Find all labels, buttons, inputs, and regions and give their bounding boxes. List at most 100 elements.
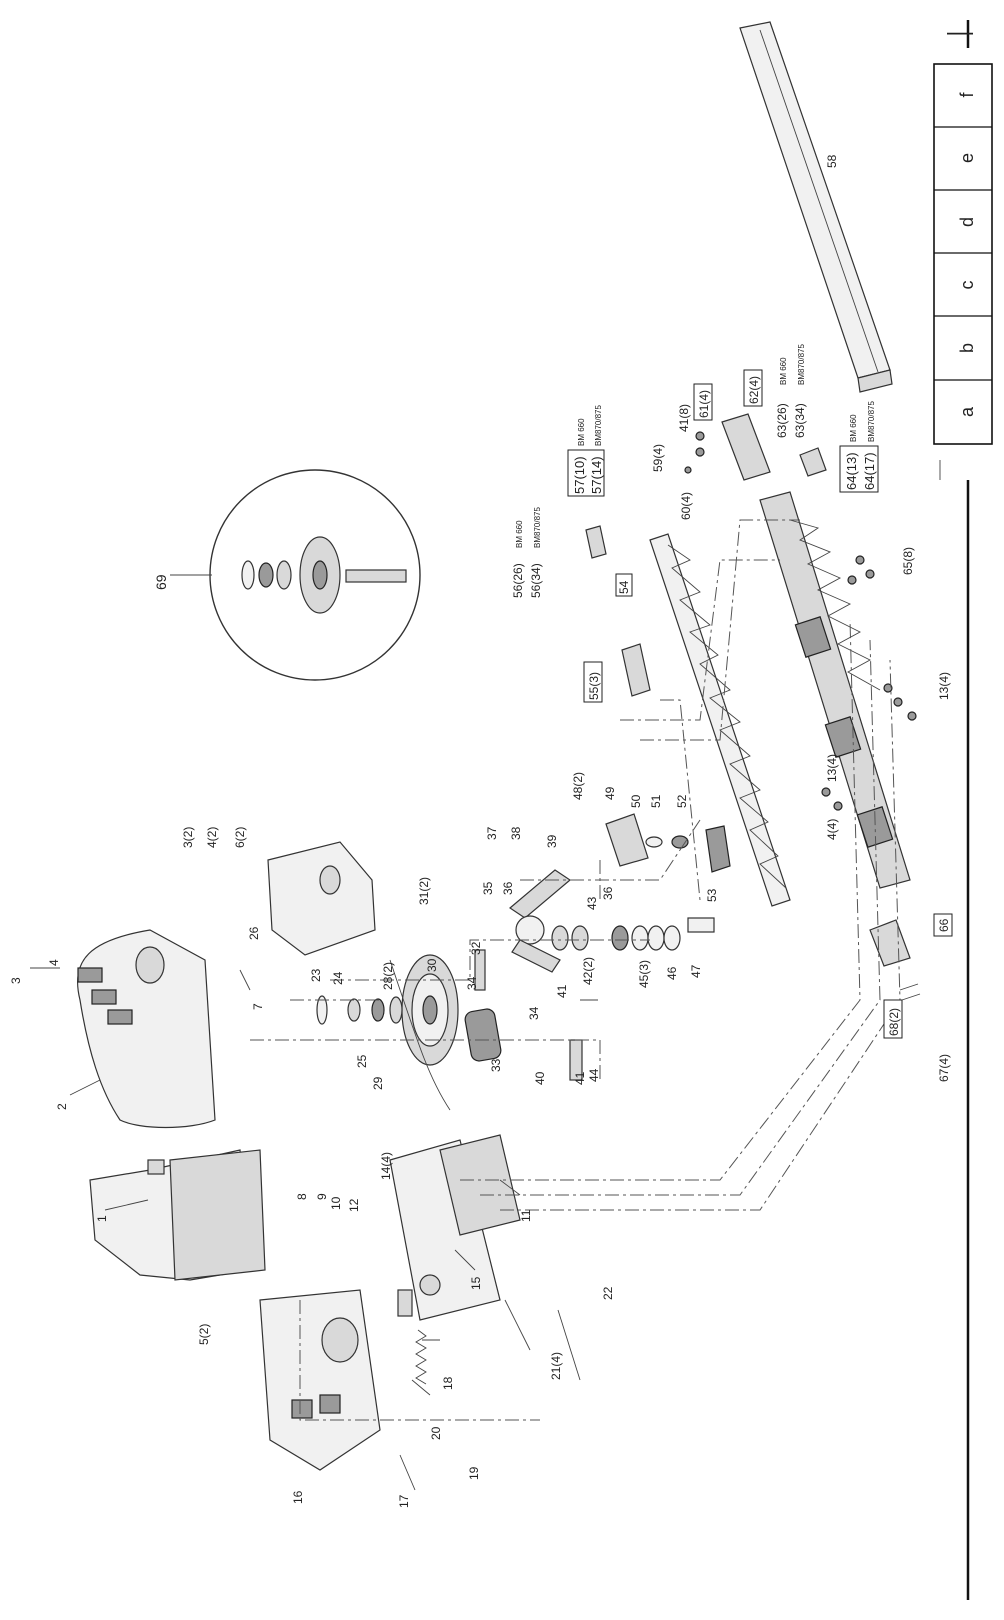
label-51: 51 (649, 794, 663, 808)
label-63a: 63(26) (775, 403, 789, 438)
label-18: 18 (441, 1376, 455, 1390)
label-29: 29 (371, 1076, 385, 1090)
label-56a-model: BM 660 (515, 520, 524, 548)
label-41b: 41 (573, 1071, 587, 1085)
label-45: 45(3) (637, 960, 651, 988)
corner-mark: — (947, 16, 973, 46)
guard-clips (585, 525, 651, 697)
revision-grid: a b c d e f (933, 63, 993, 445)
knife-guard-bar (649, 533, 791, 907)
label-16: 16 (291, 1490, 305, 1504)
bearing-plate (464, 1008, 502, 1062)
label-28: 28(2) (381, 962, 395, 990)
tension-spring (415, 1329, 427, 1385)
label-12: 12 (347, 1198, 361, 1212)
label-56b: 56(34) (529, 563, 543, 598)
belt-cover (267, 841, 376, 956)
label-22: 22 (601, 1286, 615, 1300)
engine-housing (259, 1289, 381, 1471)
label-26: 26 (247, 926, 261, 940)
detail-circle (170, 469, 421, 681)
label-64a: 64(13) (844, 452, 859, 490)
grid-cell-a: a (957, 406, 977, 417)
label-63a-model: BM 660 (779, 357, 788, 385)
label-41a: 41 (555, 984, 569, 998)
gearbox-cover (76, 929, 216, 1129)
label-35: 35 (481, 881, 495, 895)
support-frame (89, 1149, 266, 1281)
small-bolts (821, 555, 917, 811)
label-66: 66 (937, 918, 951, 932)
label-52: 52 (675, 794, 689, 808)
label-4b: 4(4) (825, 819, 839, 840)
label-63b: 63(34) (793, 403, 807, 438)
label-55-box: 55(3) (583, 661, 603, 703)
central-housing (389, 1134, 521, 1321)
label-4top: 4(2) (205, 827, 219, 848)
label-44: 44 (587, 1068, 601, 1082)
label-38: 38 (509, 826, 523, 840)
grid-cell-b: b (957, 343, 977, 353)
label-68: 68(2) (887, 1008, 901, 1036)
bearing-stack-left (316, 995, 403, 1025)
label-65: 65(8) (901, 547, 915, 575)
crank-arm (509, 869, 571, 973)
label-49: 49 (603, 786, 617, 800)
label-67: 67(4) (937, 1054, 951, 1082)
label-43: 43 (585, 896, 599, 910)
label-55: 55(3) (587, 672, 601, 700)
leader-lines (30, 460, 941, 1491)
label-2: 2 (55, 1103, 69, 1110)
label-33: 33 (489, 1058, 503, 1072)
label-62: 62(4) (747, 376, 761, 404)
label-25: 25 (355, 1054, 369, 1068)
label-13a: 13(4) (937, 672, 951, 700)
label-19: 19 (467, 1466, 481, 1480)
label-60: 60(4) (679, 492, 693, 520)
label-21: 21(4) (549, 1352, 563, 1380)
grid-cell-e: e (957, 153, 977, 163)
label-53: 53 (705, 888, 719, 902)
end-plate (684, 413, 827, 481)
assembly-lines (250, 519, 901, 1421)
label-57b-model: BM870/875 (594, 405, 603, 446)
label-56a: 56(26) (511, 563, 525, 598)
label-47: 47 (689, 964, 703, 978)
label-34a: 34 (465, 976, 479, 990)
label-14: 14(4) (379, 1152, 393, 1180)
label-57-box: 57(10) 57(14) (567, 449, 605, 497)
label-54-box: 54 (615, 573, 633, 597)
label-39: 39 (545, 834, 559, 848)
grid-cell-d: d (957, 217, 977, 227)
label-56b-model: BM870/875 (533, 507, 542, 548)
label-36b: 36 (601, 886, 615, 900)
label-31: 31(2) (417, 877, 431, 905)
label-42: 42(2) (581, 957, 595, 985)
label-40: 40 (533, 1071, 547, 1085)
label-20: 20 (429, 1426, 443, 1440)
label-3top: 3(2) (181, 827, 195, 848)
label-64b-model: BM870/875 (867, 401, 876, 442)
label-4: 4 (47, 959, 61, 966)
label-11: 11 (519, 1209, 533, 1222)
label-23: 23 (309, 968, 323, 982)
label-48: 48(2) (571, 772, 585, 800)
label-57a: 57(10) (572, 456, 587, 494)
label-30: 30 (425, 958, 439, 972)
label-8: 8 (295, 1193, 309, 1200)
label-32: 32 (469, 941, 483, 955)
callout-labels: 1 2 3 4 5(2) 7 8 9 10 11 12 14(4) 15 16 … (9, 154, 953, 1508)
label-24: 24 (331, 971, 345, 985)
label-6top: 6(2) (233, 827, 247, 848)
label-10: 10 (329, 1196, 343, 1210)
label-69: 69 (153, 574, 169, 590)
label-36a: 36 (501, 881, 515, 895)
label-15: 15 (469, 1276, 483, 1290)
knife-back-assembly (759, 491, 911, 889)
label-68-box: 68(2) (883, 999, 903, 1039)
label-46: 46 (665, 966, 679, 980)
label-1: 1 (95, 1215, 109, 1222)
label-34b: 34 (527, 1006, 541, 1020)
label-64a-model: BM 660 (849, 414, 858, 442)
